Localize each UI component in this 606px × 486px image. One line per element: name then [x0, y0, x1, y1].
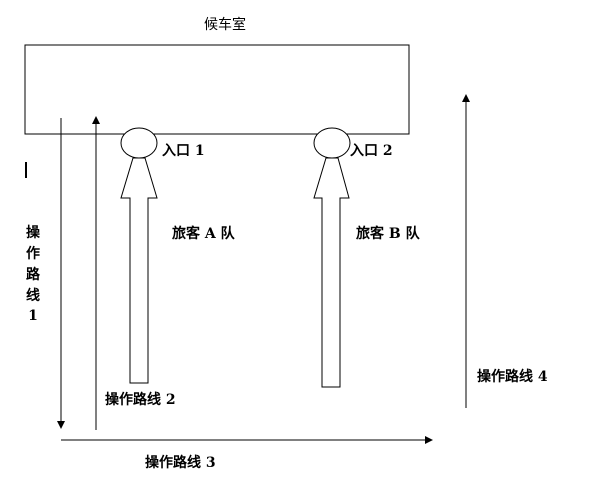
entrance-2-label: 入口 2 [350, 143, 393, 159]
route-1-char: 线 [26, 287, 40, 304]
route-1-char: 操 [26, 224, 41, 241]
route-2-label: 操作路线 2 [105, 391, 176, 408]
waiting-room-box [24, 44, 410, 135]
waiting-room-title: 候车室 [204, 16, 246, 33]
entrance-2-circle [313, 127, 351, 159]
queue-b-label: 旅客 B 队 [356, 225, 421, 242]
entrance-1-circle [120, 127, 158, 159]
entrance-1-label: 入口 1 [162, 143, 205, 159]
route-1-label: 操 作 路 线 1 [26, 224, 41, 324]
queue-a-label: 旅客 A 队 [172, 225, 236, 242]
queue-b-arrow [313, 157, 350, 388]
route-1-char: 作 [26, 245, 40, 262]
route-1-char: 1 [28, 308, 38, 324]
route-1-char: 路 [26, 266, 41, 283]
queue-a-arrow [120, 157, 158, 384]
route-4-label: 操作路线 4 [477, 368, 548, 385]
route-3-label: 操作路线 3 [145, 454, 216, 471]
